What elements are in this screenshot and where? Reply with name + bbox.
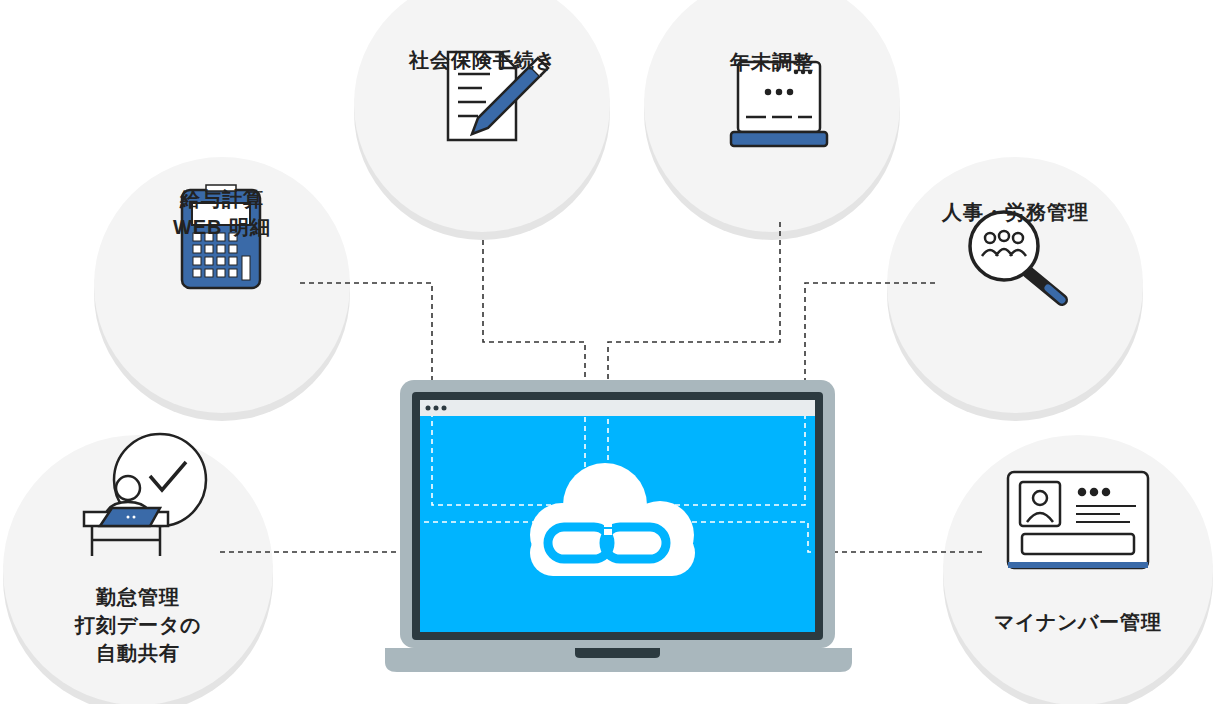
service-label: マイナンバー管理	[978, 608, 1178, 636]
laptop-icon	[731, 62, 827, 146]
service-label: 人事・労務管理	[915, 198, 1115, 226]
service-label: 社会保険手続き	[382, 46, 582, 74]
service-label: 勤怠管理 打刻データの 自動共有	[68, 583, 208, 667]
circle-backgrounds	[3, 0, 1213, 704]
worker-clock-icon	[84, 434, 206, 556]
service-circle: 給与計算 WEB 明細	[94, 157, 350, 413]
laptop	[385, 380, 852, 672]
cloud-link-icon	[530, 463, 695, 576]
service-circle: マイナンバー管理	[943, 435, 1213, 704]
service-label: 年末調整	[672, 48, 872, 76]
service-circle: 人事・労務管理	[887, 157, 1143, 413]
magnifier-people-icon	[970, 212, 1062, 300]
id-card-icon	[1008, 472, 1148, 568]
service-label: 給与計算 WEB 明細	[162, 185, 282, 241]
service-circle: 勤怠管理 打刻データの 自動共有	[3, 435, 273, 704]
